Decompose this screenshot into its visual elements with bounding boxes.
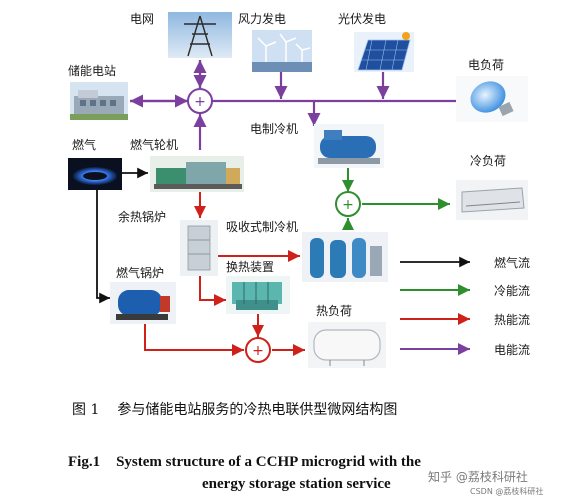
gas-to-boiler	[96, 190, 110, 304]
legend-heat-label: 热能流	[494, 313, 531, 327]
label-storage: 储能电站	[68, 64, 117, 78]
label-electric-chiller: 电制冷机	[250, 122, 299, 136]
heat-exchanger-image	[226, 276, 290, 314]
heat-load-image	[308, 322, 386, 368]
heat-junction	[245, 337, 271, 363]
legend	[400, 256, 470, 355]
legend-gas-label: 燃气流	[494, 256, 531, 270]
gas-turbine-image	[150, 156, 244, 192]
pv-panel-image	[354, 32, 414, 72]
wind-farm-image	[252, 30, 312, 72]
electric-bus-junction	[187, 88, 213, 114]
legend-elec-label: 电能流	[494, 343, 531, 357]
caption-en: Fig.1 System structure of a CCHP microgri…	[68, 451, 421, 495]
grid-tower-image	[168, 12, 232, 58]
cold-flows	[342, 168, 450, 230]
label-wind: 风力发电	[238, 12, 287, 26]
caption-zh-number: 图 1	[72, 402, 100, 418]
label-gas-turbine: 燃气轮机	[130, 138, 179, 152]
cold-load-image	[456, 180, 528, 220]
label-heat-load: 热负荷	[316, 304, 353, 318]
label-grid: 电网	[130, 12, 155, 26]
label-cold-load: 冷负荷	[470, 154, 507, 168]
caption-en-number: Fig.1	[68, 454, 101, 470]
gas-boiler-image	[110, 282, 176, 324]
cold-junction	[335, 191, 361, 217]
label-waste-heat-boiler: 余热锅炉	[118, 210, 167, 224]
label-heat-exchanger: 换热装置	[226, 260, 275, 274]
heat-boiler-to-sum	[144, 322, 244, 356]
heat-flows	[144, 190, 305, 356]
watermark-zhihu: 知乎 @荔枝科研社	[428, 470, 528, 484]
caption-en-line2: energy storage station service	[202, 476, 391, 492]
caption-zh-text: 参与储能电站服务的冷热电联供型微网结构图	[117, 402, 398, 418]
electric-load-image	[456, 76, 528, 122]
legend-cold-label: 冷能流	[494, 284, 531, 298]
heat-whb-to-hx	[199, 275, 226, 306]
caption-en-line1: System structure of a CCHP microgrid wit…	[116, 454, 421, 470]
electric-flows	[130, 60, 480, 150]
label-gas-boiler: 燃气锅炉	[116, 266, 165, 280]
label-gas: 燃气	[72, 138, 97, 152]
electric-chiller-image	[314, 124, 384, 168]
label-absorption-chiller: 吸收式制冷机	[226, 220, 299, 234]
storage-station-image	[70, 82, 128, 120]
watermark-csdn: CSDN @荔枝科研社	[470, 487, 544, 496]
label-pv: 光伏发电	[338, 12, 387, 26]
waste-heat-boiler-image	[180, 220, 218, 276]
svg-text:+: +	[252, 343, 264, 359]
gas-flows	[96, 167, 148, 304]
absorption-chiller-image	[302, 232, 388, 282]
svg-text:+: +	[194, 94, 206, 110]
label-electric-load: 电负荷	[468, 58, 505, 72]
caption-zh: 图 1 参与储能电站服务的冷热电联供型微网结构图	[72, 399, 397, 419]
gas-flame-image	[68, 158, 122, 190]
svg-text:+: +	[342, 197, 354, 213]
